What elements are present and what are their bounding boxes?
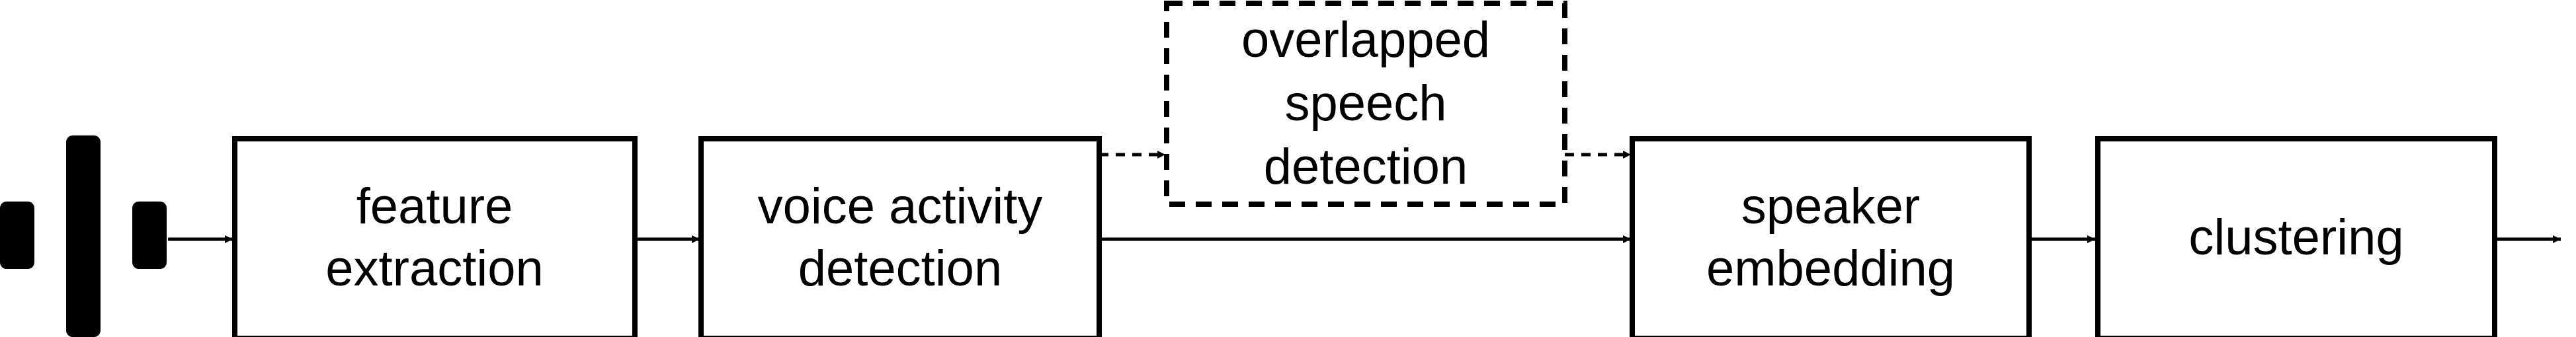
feature-extraction-label-line-2: extraction xyxy=(325,241,544,297)
feature-extraction-box: feature extraction xyxy=(232,136,638,337)
voice-activity-detection-box: voice activity detection xyxy=(698,136,1102,337)
speaker-embedding-box: speaker embedding xyxy=(1630,136,2032,337)
clustering-label: clustering xyxy=(2188,209,2403,266)
voice-activity-detection-label-line-1: voice activity xyxy=(758,178,1043,235)
overlapped-speech-detection-label-line-2: speech xyxy=(1284,75,1446,131)
voice-activity-detection-label-line-2: detection xyxy=(798,241,1002,297)
overlapped-speech-detection-box: overlapped speech detection xyxy=(1164,1,1567,207)
audio-waveform-icon xyxy=(0,135,167,337)
clustering-box: clustering xyxy=(2095,136,2497,337)
feature-extraction-label-line-1: feature xyxy=(356,178,513,235)
overlapped-speech-detection-label-line-3: detection xyxy=(1264,139,1468,195)
speaker-embedding-label-line-1: speaker xyxy=(1741,178,1920,235)
overlapped-speech-detection-label-line-1: overlapped xyxy=(1241,12,1490,68)
speaker-embedding-label-line-2: embedding xyxy=(1706,241,1955,297)
